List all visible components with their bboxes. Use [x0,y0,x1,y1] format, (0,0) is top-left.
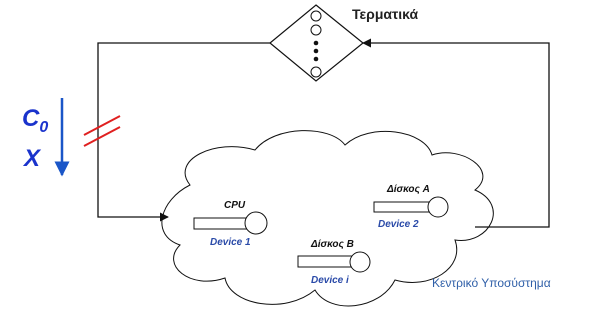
device-i-label: Device i [311,275,349,286]
c-symbol: C [22,105,40,132]
terminal-circle-mid [310,24,322,36]
terminals-label: Τερματικά [352,6,419,22]
terminal-dot [313,40,319,46]
population-x-label: X [24,145,41,172]
device-1-label: Device 1 [210,237,251,248]
disk-a-label: Δίσκος A [387,184,430,195]
loop-line-right [362,38,550,228]
subsystem-label: Κεντρικό Υποσύστημα [432,276,551,290]
disk-a-server [427,196,449,218]
c-subscript: 0 [39,118,49,136]
central-subsystem-cloud [161,130,494,307]
cut-mark [83,115,121,136]
population-c0-label: C0 [22,107,48,136]
cpu-server [244,211,268,235]
disk-b-server [349,251,371,273]
disk-b-label: Δίσκος B [311,239,354,250]
terminal-dot [313,56,319,62]
disk-b-queue [297,255,357,268]
terminal-circle-top [310,10,322,22]
disk-a-queue [373,201,432,213]
terminal-dot [313,48,319,54]
device-2-label: Device 2 [378,219,419,230]
loop-line-left [97,42,270,222]
cut-mark [83,126,121,147]
terminal-circle-bottom [310,66,322,78]
cpu-label: CPU [224,200,246,211]
